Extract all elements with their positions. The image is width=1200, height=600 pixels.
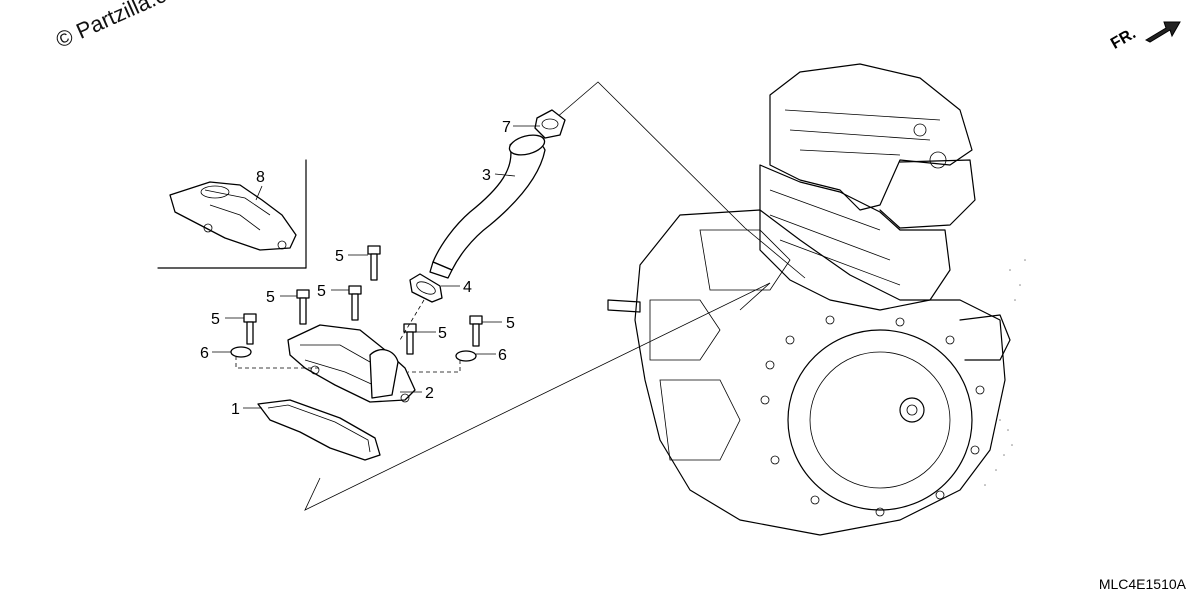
diagram-code: MLC4E1510A: [1098, 576, 1186, 592]
callout-2: 2: [425, 385, 434, 402]
callouts: 7 3 8 5 5 5 5 5 5 6 6 4 2 1: [200, 119, 515, 418]
part-5-bolts: [243, 245, 483, 355]
part-3-breather-hose: [429, 134, 546, 279]
callout-6: 6: [200, 345, 209, 362]
bolt-e: [403, 323, 417, 355]
front-arrow-icon: [1144, 21, 1181, 43]
part-8-inset-frame: [157, 159, 307, 269]
leader-lines: [212, 125, 540, 409]
bolt-a: [367, 245, 381, 281]
callout-5: 5: [211, 311, 220, 328]
engine-assembly: [607, 63, 1026, 536]
callout-3: 3: [482, 167, 491, 184]
callout-6: 6: [498, 347, 507, 364]
bolt-b: [296, 289, 310, 325]
callout-7: 7: [502, 119, 511, 136]
callout-1: 1: [231, 401, 240, 418]
callout-8: 8: [256, 169, 265, 186]
part-7-hose-clip: [534, 109, 566, 139]
part-1-gasket: [257, 399, 381, 461]
bolt-d: [243, 313, 257, 345]
part-8-cover-assembly: [169, 181, 297, 251]
alignment-lines: [235, 299, 461, 373]
callout-5: 5: [335, 248, 344, 265]
callout-5: 5: [506, 315, 515, 332]
callout-4: 4: [463, 279, 472, 296]
callout-5: 5: [266, 289, 275, 306]
part-2-cover: [287, 324, 416, 403]
bolt-c: [348, 285, 362, 321]
bolt-f: [469, 315, 483, 347]
part-6-washers: [230, 346, 477, 362]
callout-5: 5: [317, 283, 326, 300]
part-4-hose-clamp: [409, 273, 443, 303]
callout-5: 5: [438, 325, 447, 342]
reference-lines: [304, 81, 806, 511]
